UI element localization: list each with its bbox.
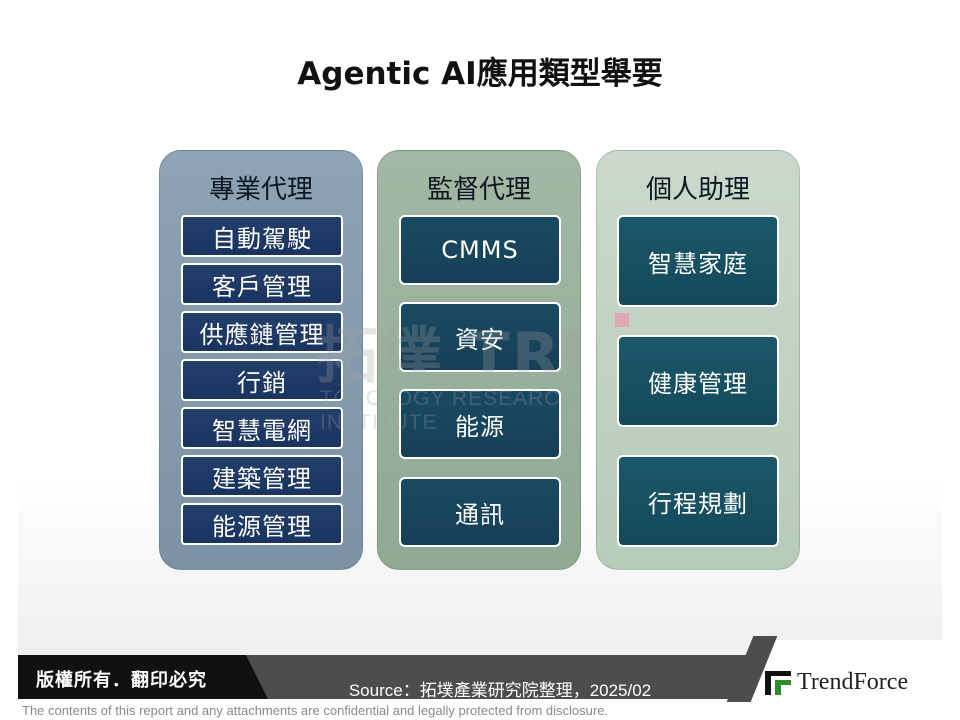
category-box: 行程規劃 (617, 455, 779, 547)
trendforce-logo-text: TrendForce (797, 669, 909, 695)
category-box: 智慧電網 (181, 407, 343, 449)
category-box: 行銷 (181, 359, 343, 401)
copyright-notice: 版權所有．翻印必究 (36, 670, 207, 691)
category-box: 健康管理 (617, 335, 779, 427)
category-box: 能源管理 (181, 503, 343, 545)
column-header: 監督代理 (426, 175, 531, 205)
category-box: 智慧家庭 (617, 215, 779, 307)
column-header: 專業代理 (208, 175, 313, 205)
column-personal-assistants: 個人助理 智慧家庭 健康管理 行程規劃 (596, 150, 800, 570)
source-note: Source：拓墣產業研究院整理，2025/02 (348, 681, 652, 700)
category-box: 能源 (399, 389, 561, 459)
footer-copyright-panel (18, 655, 268, 699)
column-header: 個人助理 (645, 175, 750, 205)
category-box: 供應鏈管理 (181, 311, 343, 353)
slide-title: Agentic AI應用類型舉要 (297, 56, 663, 92)
category-box: 資安 (399, 302, 561, 372)
category-box: 自動駕駛 (181, 215, 343, 257)
column-professional-agents: 專業代理 自動駕駛 客戶管理 供應鏈管理 行銷 智慧電網 建築管理 能源管理 (159, 150, 363, 570)
category-box: 客戶管理 (181, 263, 343, 305)
category-box: CMMS (399, 215, 561, 285)
category-box: 通訊 (399, 477, 561, 547)
category-box: 建築管理 (181, 455, 343, 497)
disclaimer: The contents of this report and any atta… (22, 703, 609, 718)
column-supervisory-agents: 監督代理 CMMS 資安 能源 通訊 (377, 150, 581, 570)
trendforce-logo-icon (765, 671, 791, 695)
